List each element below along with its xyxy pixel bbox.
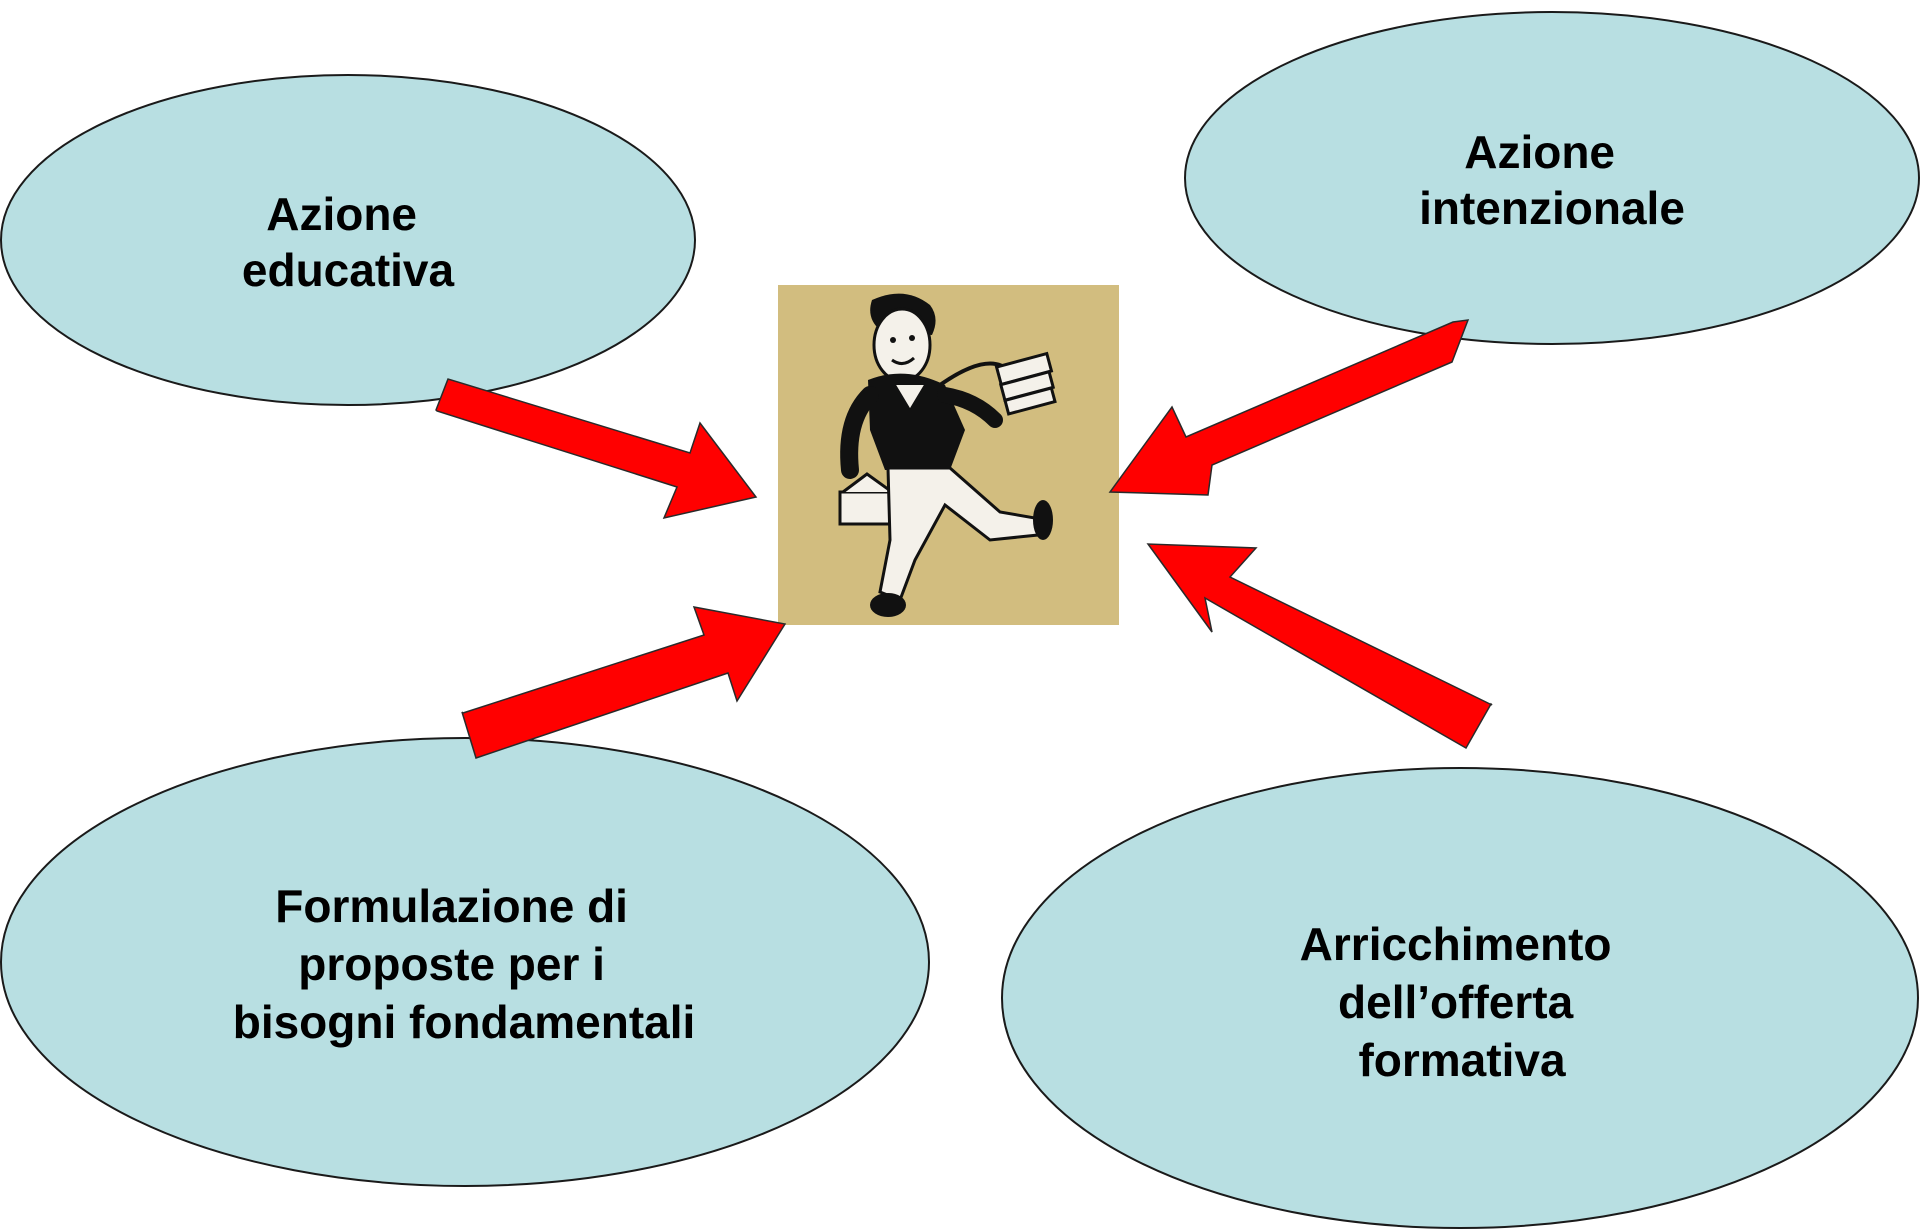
label-arricchimento-offerta: Arricchimento dell’offerta formativa	[1300, 918, 1625, 1086]
label-azione-intenzionale: Azione intenzionale	[1419, 126, 1685, 234]
node-azione-intenzionale	[1184, 11, 1920, 345]
arrow-from-arricchimento-offerta	[1146, 543, 1493, 750]
label-azione-educativa: Azione educativa	[242, 188, 455, 296]
arrow-from-azione-intenzionale	[1108, 319, 1470, 496]
node-arricchimento-offerta	[1001, 767, 1919, 1229]
schoolboy-illustration	[778, 285, 1119, 625]
node-azione-educativa	[0, 74, 696, 406]
arrow-from-formulazione-proposte	[461, 606, 787, 759]
arrow-from-azione-educativa	[435, 378, 758, 520]
label-formulazione-proposte: Formulazione di proposte per i bisogni f…	[233, 880, 696, 1048]
node-formulazione-proposte	[0, 737, 930, 1187]
schoolboy-icon	[838, 293, 1057, 617]
